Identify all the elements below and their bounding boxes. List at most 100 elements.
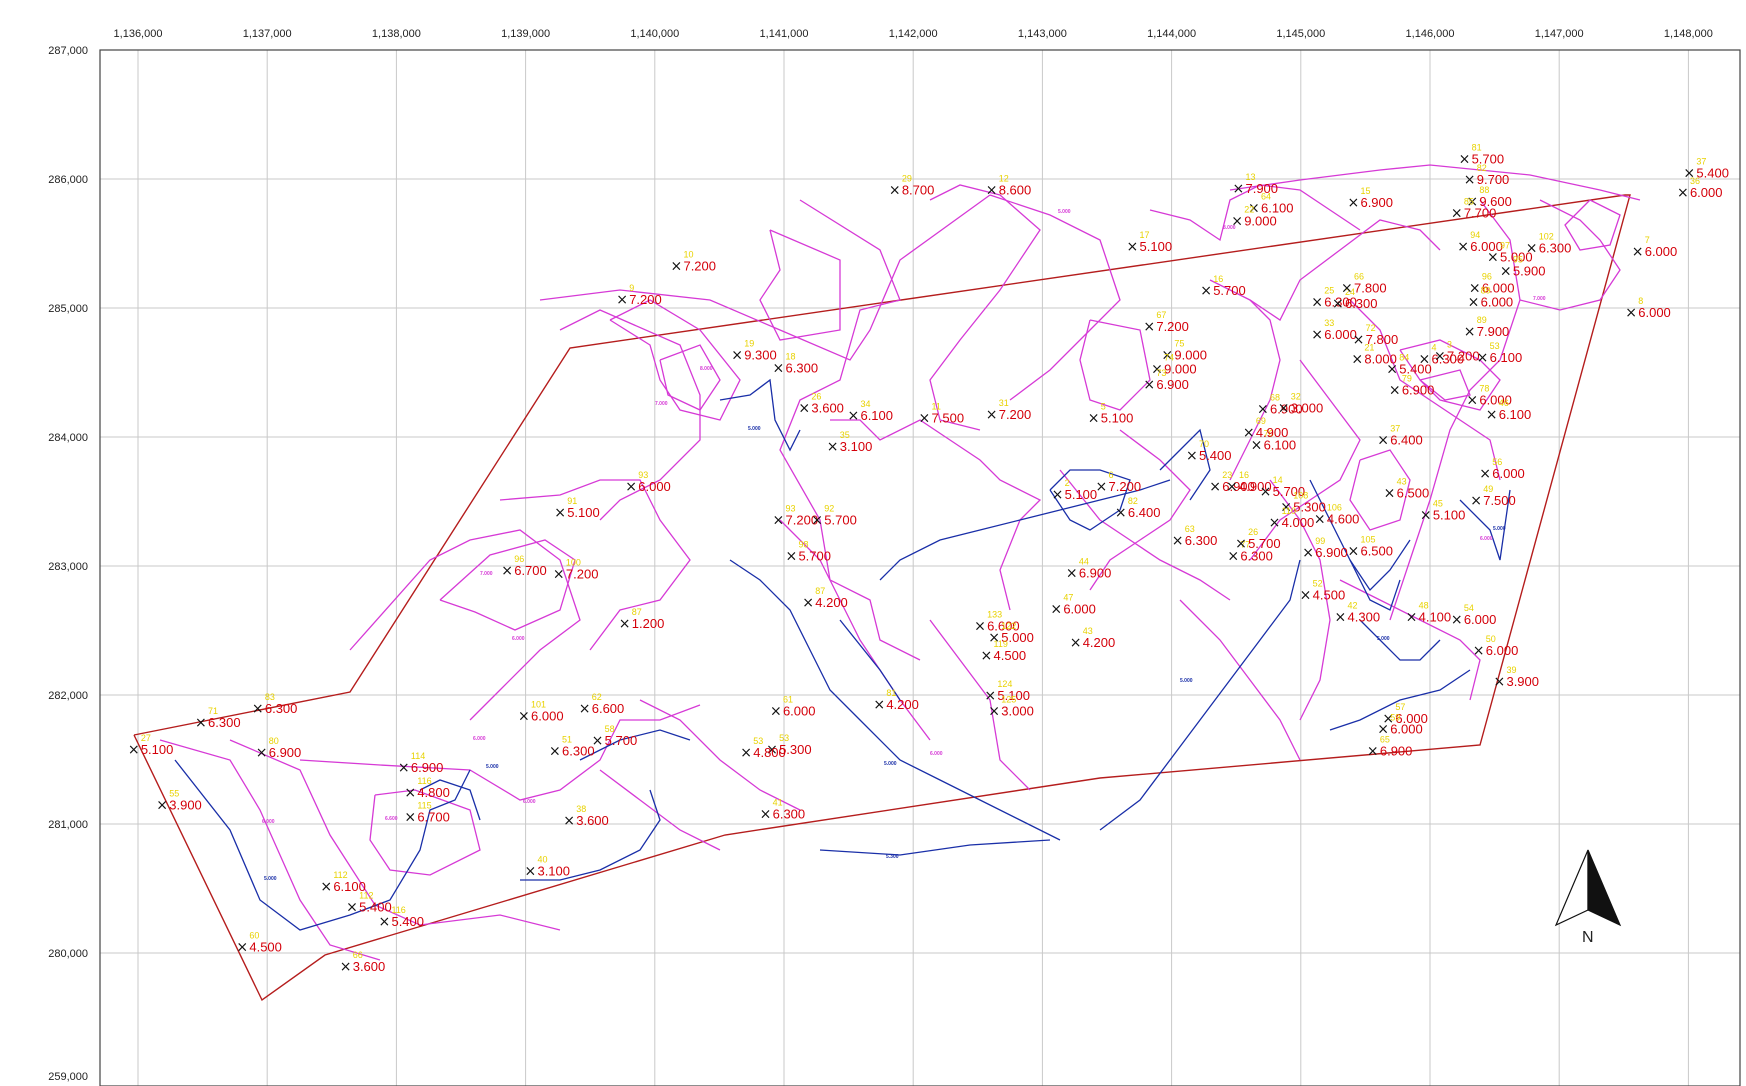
point-marker-icon: × [1235, 536, 1247, 552]
survey-point: ×966.700 [501, 554, 547, 579]
point-marker-icon: × [1459, 151, 1471, 167]
point-value-label: 8.600 [999, 182, 1032, 197]
y-tick-label: 283,000 [48, 561, 88, 573]
point-value-label: 9.000 [1244, 213, 1277, 228]
survey-point: ×165.700 [1200, 274, 1246, 299]
point-marker-icon: × [1384, 485, 1396, 501]
point-value-label: 6.300 [1185, 533, 1218, 548]
point-marker-icon: × [398, 760, 410, 776]
point-value-label: 6.000 [1486, 643, 1519, 658]
survey-point: ×749.000 [1151, 353, 1197, 378]
point-value-label: 5.000 [1500, 249, 1533, 264]
survey-point: ×366.000 [1677, 176, 1723, 201]
point-id-label: 8 [1638, 296, 1643, 306]
point-marker-icon: × [554, 505, 566, 521]
point-value-label: 6.300 [1240, 549, 1273, 564]
point-marker-icon: × [731, 347, 743, 363]
point-id-label: 82 [1477, 163, 1487, 173]
point-marker-icon: × [195, 715, 207, 731]
point-id-label: 23 [1222, 470, 1232, 480]
svg-text:5.000: 5.000 [486, 764, 499, 770]
point-value-label: 4.000 [1282, 515, 1315, 530]
point-value-label: 7.900 [1245, 181, 1278, 196]
point-marker-icon: × [981, 648, 993, 664]
point-value-label: 6.100 [1264, 438, 1297, 453]
point-marker-icon: × [1469, 280, 1481, 296]
x-tick-label: 1,138,000 [372, 28, 421, 40]
x-tick-label: 1,148,000 [1664, 28, 1713, 40]
point-marker-icon: × [770, 703, 782, 719]
point-id-label: 83 [265, 692, 275, 702]
point-value-label: 4.800 [753, 745, 786, 760]
point-value-label: 4.900 [1256, 425, 1289, 440]
point-marker-icon: × [1347, 195, 1359, 211]
point-id-label: 50 [1486, 634, 1496, 644]
survey-point: ×966.000 [1469, 271, 1515, 296]
point-marker-icon: × [1493, 674, 1505, 690]
survey-point: ×336.000 [1311, 318, 1357, 343]
point-marker-icon: × [1487, 249, 1499, 265]
y-tick-label: 280,000 [48, 948, 88, 960]
point-marker-icon: × [563, 813, 575, 829]
svg-text:5.000: 5.000 [748, 426, 761, 432]
point-value-label: 6.300 [773, 807, 806, 822]
survey-point: ×727.800 [1353, 323, 1399, 348]
point-marker-icon: × [625, 479, 637, 495]
survey-point: ×946.000 [1457, 230, 1503, 255]
point-value-label: 7.800 [1366, 332, 1399, 347]
survey-point: ×786.000 [1466, 384, 1512, 409]
point-value-label: 4.200 [1083, 635, 1116, 650]
point-value-label: 3.600 [576, 813, 609, 828]
survey-point: ×546.000 [1451, 603, 1497, 628]
survey-point: ×436.500 [1384, 476, 1430, 501]
survey-point: ×55.100 [1088, 402, 1134, 427]
svg-text:5.000: 5.000 [884, 761, 897, 767]
point-id-label: 87 [632, 607, 642, 617]
svg-text:5.000: 5.000 [1493, 526, 1506, 532]
point-marker-icon: × [1300, 587, 1312, 603]
survey-point: ×524.500 [1300, 578, 1346, 603]
point-value-label: 5.700 [1273, 484, 1306, 499]
point-marker-icon: × [524, 863, 536, 879]
point-id-label: 48 [1419, 600, 1429, 610]
survey-point: ×604.500 [236, 931, 282, 956]
point-id-label: 68 [1270, 393, 1280, 403]
point-value-label: 1.200 [632, 616, 665, 631]
point-id-label: 3 [1447, 340, 1452, 350]
point-marker-icon: × [1353, 332, 1365, 348]
point-value-label: 6.600 [592, 701, 625, 716]
point-id-label: 91 [567, 496, 577, 506]
point-id-label: 35 [840, 430, 850, 440]
point-id-label: 25 [1324, 286, 1334, 296]
point-marker-icon: × [1143, 319, 1155, 335]
survey-point: ×677.200 [1143, 310, 1189, 335]
svg-text:7.000: 7.000 [655, 401, 668, 407]
contours-low [174, 378, 1511, 931]
survey-point: ×497.500 [1470, 484, 1516, 509]
point-value-label: 6.400 [1128, 505, 1161, 520]
survey-point: ×845.400 [1386, 353, 1432, 378]
point-value-label: 5.300 [1293, 500, 1326, 515]
svg-text:6.000: 6.000 [1480, 536, 1493, 542]
point-id-label: 82 [1128, 496, 1138, 506]
x-tick-label: 1,139,000 [501, 28, 550, 40]
point-value-label: 6.900 [1079, 565, 1112, 580]
svg-text:7.000: 7.000 [480, 571, 493, 577]
point-value-label: 5.100 [567, 505, 600, 520]
point-marker-icon: × [1302, 545, 1314, 561]
survey-point: ×667.800 [1341, 271, 1387, 296]
x-tick-label: 1,144,000 [1147, 28, 1196, 40]
point-marker-icon: × [1406, 609, 1418, 625]
point-value-label: 6.000 [1481, 295, 1514, 310]
point-id-label: 80 [269, 736, 279, 746]
point-marker-icon: × [553, 567, 565, 583]
survey-point: ×814.200 [873, 688, 919, 713]
point-id-label: 85 [1464, 197, 1474, 207]
point-value-label: 6.100 [860, 408, 893, 423]
contour-labels: 6.000 5.000 6.600 5.000 6.000 6.000 6.00… [262, 209, 1546, 882]
point-marker-icon: × [827, 439, 839, 455]
point-marker-icon: × [811, 513, 823, 529]
point-marker-icon: × [378, 914, 390, 930]
